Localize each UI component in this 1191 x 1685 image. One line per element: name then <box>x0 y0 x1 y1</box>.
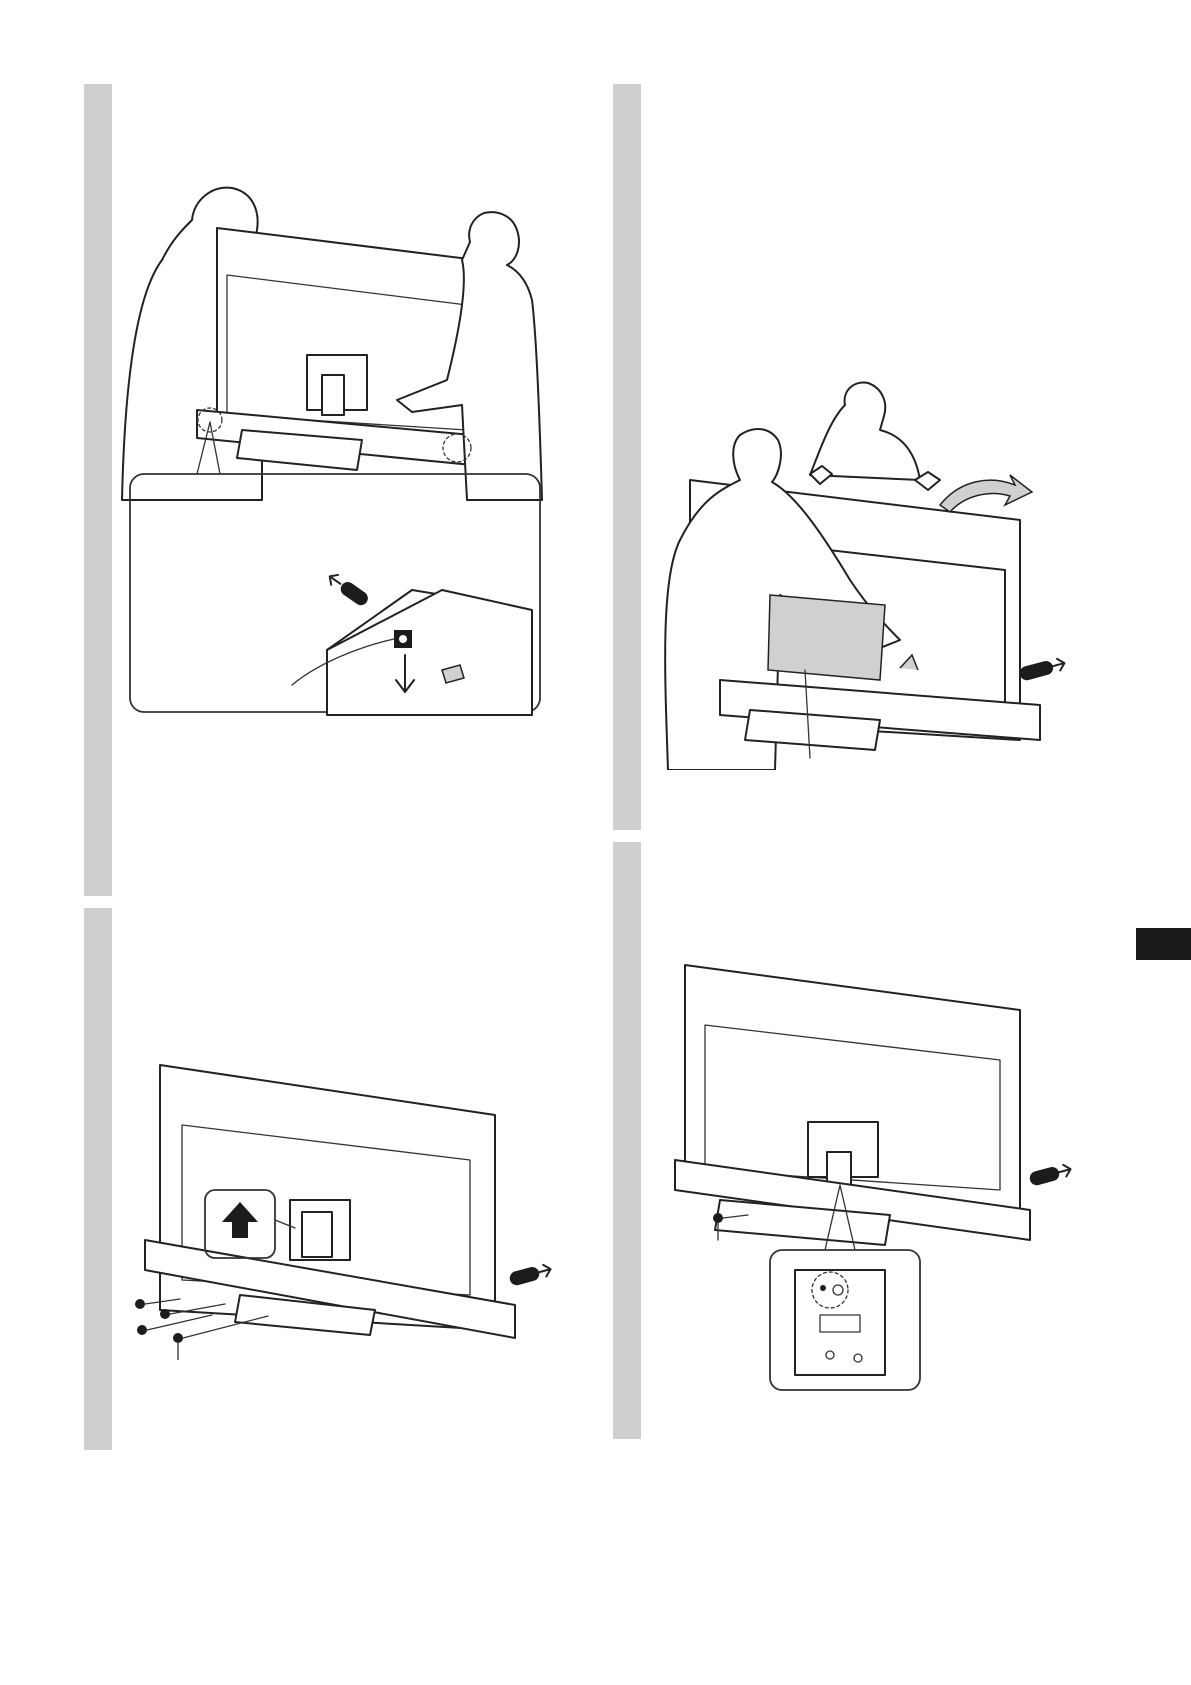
step-1-illustration <box>112 180 552 750</box>
language-tab <box>1136 928 1191 960</box>
front-arrow-icon <box>508 1262 552 1286</box>
step-1-bar <box>84 84 112 896</box>
step-4-illustration <box>660 960 1090 1400</box>
step-3-bar <box>84 908 112 1450</box>
back-person-figure <box>810 382 920 480</box>
step-2-bar <box>613 84 641 830</box>
step-3-illustration <box>130 1060 570 1360</box>
step-4-bar <box>613 842 641 1439</box>
front-arrow-icon <box>1018 656 1066 681</box>
screw-icon <box>137 1315 212 1335</box>
front-arrow-icon <box>326 571 371 608</box>
front-arrow-icon <box>1028 1162 1072 1186</box>
step-2-illustration <box>660 380 1090 770</box>
